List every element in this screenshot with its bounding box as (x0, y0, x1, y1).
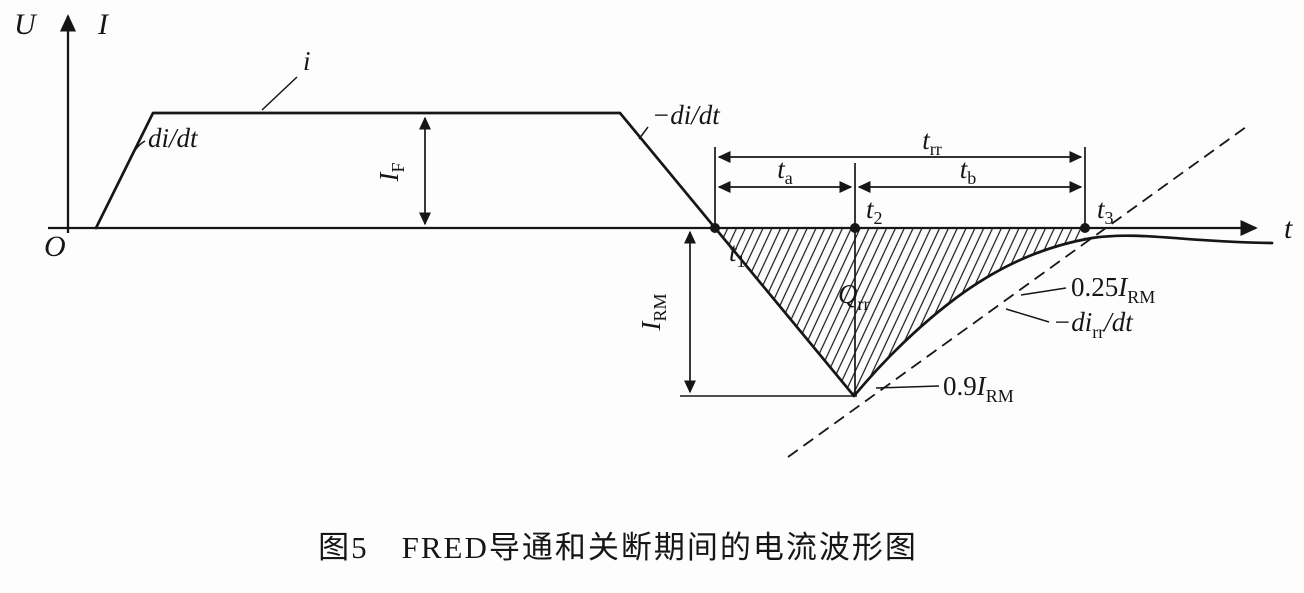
neg-didt-label: −di/dt (652, 100, 721, 130)
current-leader-line (261, 76, 298, 111)
ninety-percent-irm-label: 0.9IRM (943, 371, 1014, 406)
neg-didt-leader-line (638, 126, 649, 140)
time-axis-label: t (1284, 212, 1293, 245)
t1-point (710, 223, 720, 233)
t1-label: t1 (729, 237, 746, 271)
if-label: IF (374, 162, 408, 182)
current-axis-label: I (97, 8, 110, 41)
ta-label: ta (777, 154, 793, 188)
reverse-recovery-curve (852, 234, 1274, 398)
ninety-irm-leader-line (875, 385, 940, 389)
forward-current-label: i (303, 46, 311, 76)
t3-label: t3 (1097, 194, 1114, 228)
neg-dirr-dt-label: −dirr/dt (1053, 307, 1134, 342)
didt-leader-line (130, 140, 146, 159)
quarter-irm-leader-line (1020, 287, 1067, 296)
figure-caption: 图5 FRED导通和关断期间的电流波形图 (318, 530, 918, 565)
qrr-hatched-area (715, 228, 1085, 396)
t2-point (850, 223, 860, 233)
origin-label: O (44, 230, 66, 263)
t2-label: t2 (866, 194, 883, 228)
forward-current-waveform (94, 111, 856, 398)
voltage-axis-label: U (14, 8, 38, 41)
didt-label: di/dt (148, 123, 199, 153)
qrr-label: Qrr (838, 279, 870, 314)
tb-label: tb (960, 154, 977, 188)
irm-label: IRM (636, 293, 670, 331)
t3-point (1080, 223, 1090, 233)
trr-label: trr (922, 125, 942, 159)
quarter-irm-label: 0.25IRM (1071, 272, 1155, 307)
dirr-leader-line (1005, 308, 1050, 323)
